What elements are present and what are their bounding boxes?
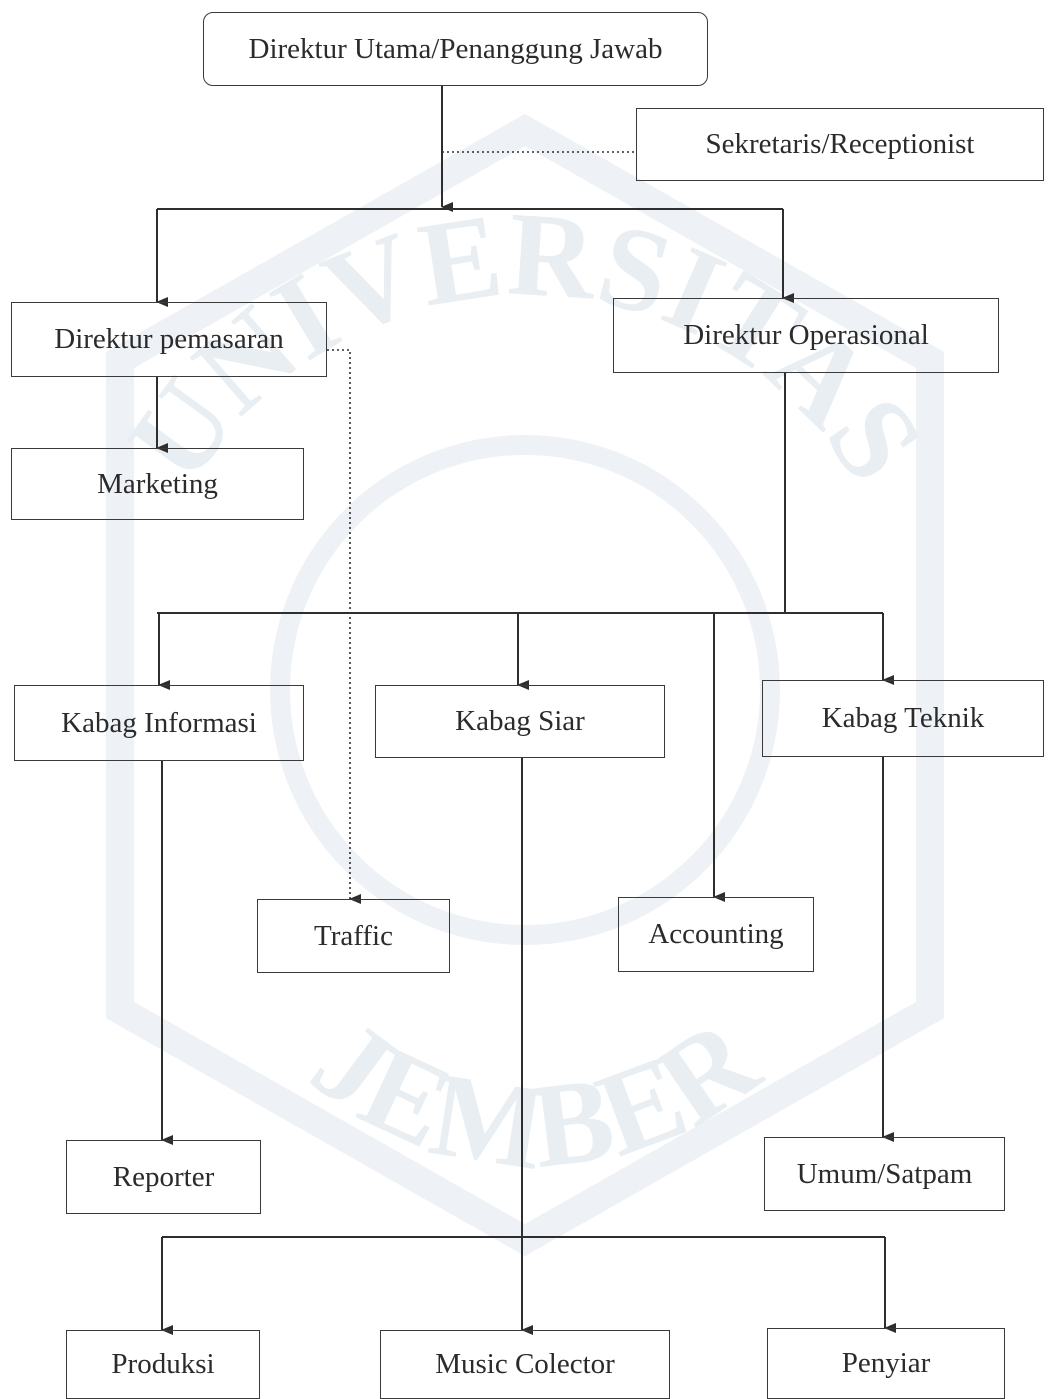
reporter-box: Reporter: [66, 1140, 261, 1214]
connector-to-traffic: [327, 349, 361, 904]
general-security-box: Umum/Satpam: [764, 1137, 1005, 1211]
secretary-box: Sekretaris/Receptionist: [636, 108, 1044, 181]
accounting-box: Accounting: [618, 897, 814, 972]
announcer-box: Penyiar: [767, 1328, 1005, 1399]
technical-head-box: Kabag Teknik: [762, 680, 1044, 757]
marketing-director-box: Direktur pemasaran: [11, 302, 327, 377]
music-collector-box: Music Colector: [380, 1330, 670, 1399]
director-box: Direktur Utama/Penanggung Jawab: [203, 12, 708, 86]
production-box: Produksi: [66, 1330, 260, 1399]
broadcast-head-box: Kabag Siar: [375, 685, 665, 758]
info-head-box: Kabag Informasi: [14, 685, 304, 761]
operations-director-box: Direktur Operasional: [613, 298, 999, 373]
marketing-box: Marketing: [11, 448, 304, 520]
traffic-box: Traffic: [257, 899, 450, 973]
